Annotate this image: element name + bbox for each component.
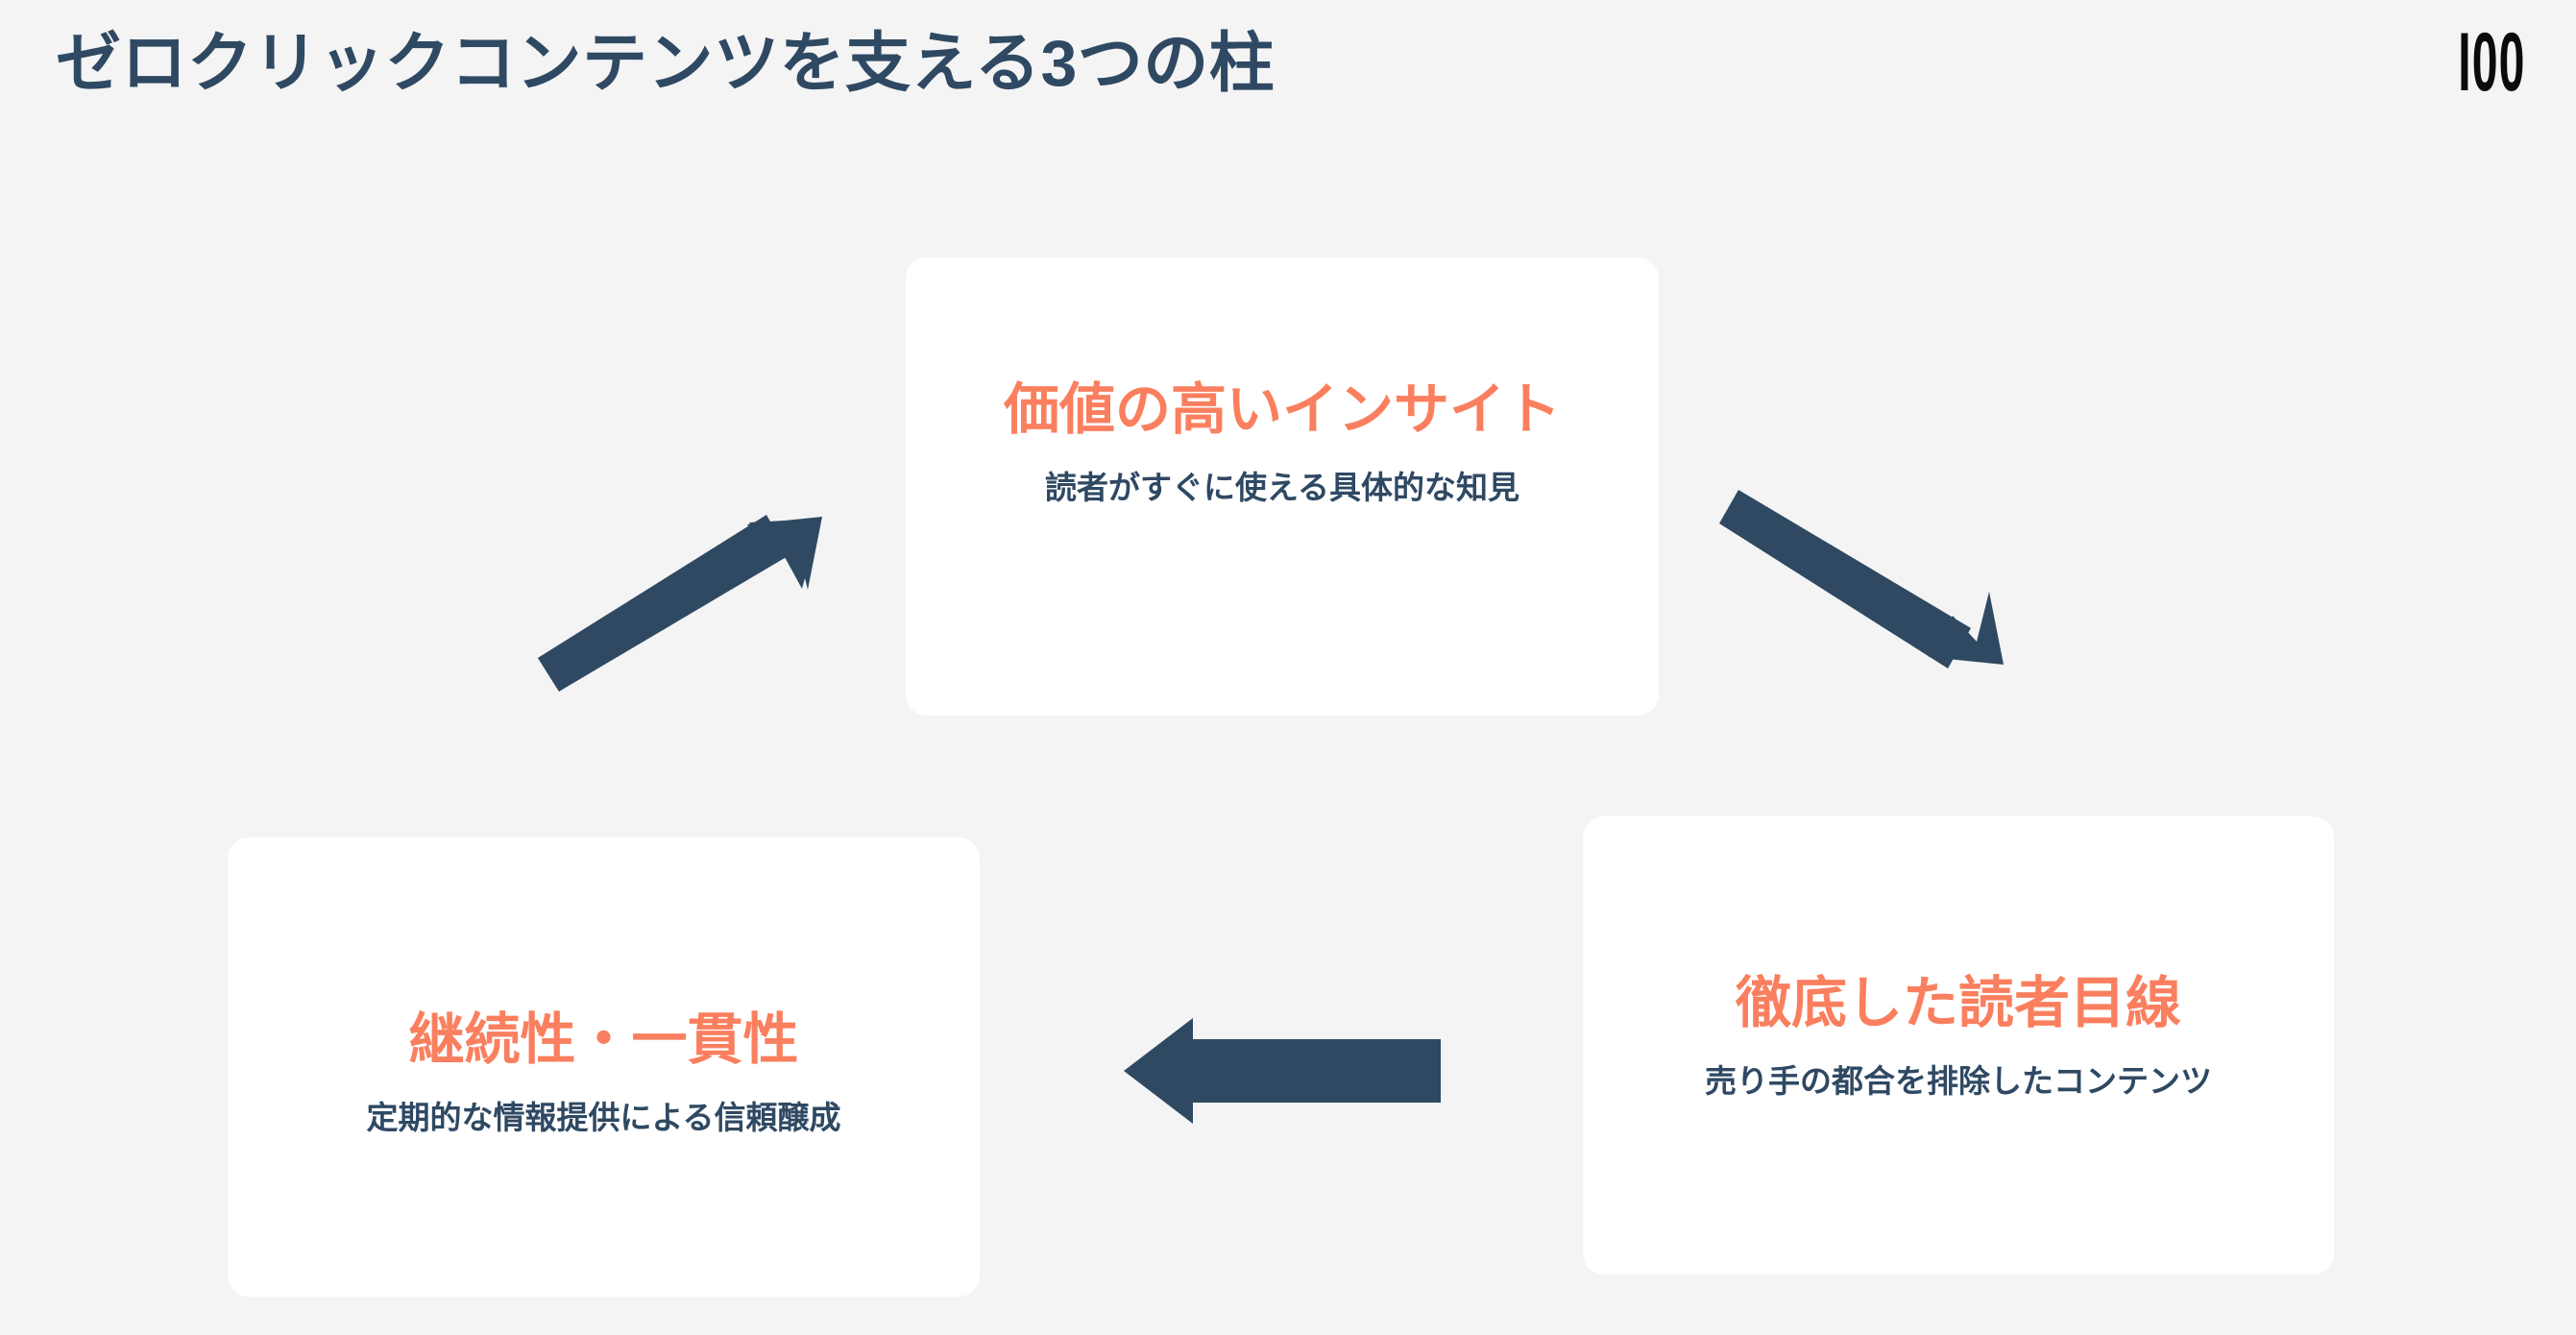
card-insight-description: 読者がすぐに使える具体的な知見 (1044, 469, 1519, 505)
arrow-left-icon (1124, 1018, 1441, 1124)
card-continuity[interactable]: 継続性・一貫性 定期的な情報提供による信頼醸成 (228, 837, 980, 1297)
page-title: ゼロクリックコンテンツを支える3つの柱 (56, 27, 1276, 100)
card-insight-title: 価値の高いインサイト (1003, 378, 1561, 441)
arrow-up-right-icon (538, 515, 822, 692)
card-reader[interactable]: 徹底した読者目線 売り手の都合を排除したコンテンツ (1583, 816, 2334, 1274)
card-continuity-description: 定期的な情報提供による信頼醸成 (366, 1099, 841, 1135)
card-reader-title: 徹底した読者目線 (1735, 972, 2181, 1034)
card-reader-description: 売り手の都合を排除したコンテンツ (1705, 1062, 2212, 1099)
card-insight[interactable]: 価値の高いインサイト 読者がすぐに使える具体的な知見 (906, 257, 1659, 716)
card-continuity-title: 継続性・一貫性 (408, 1008, 799, 1071)
brand-logo: I00 (2458, 16, 2526, 109)
arrow-down-right-icon (1719, 490, 2004, 668)
